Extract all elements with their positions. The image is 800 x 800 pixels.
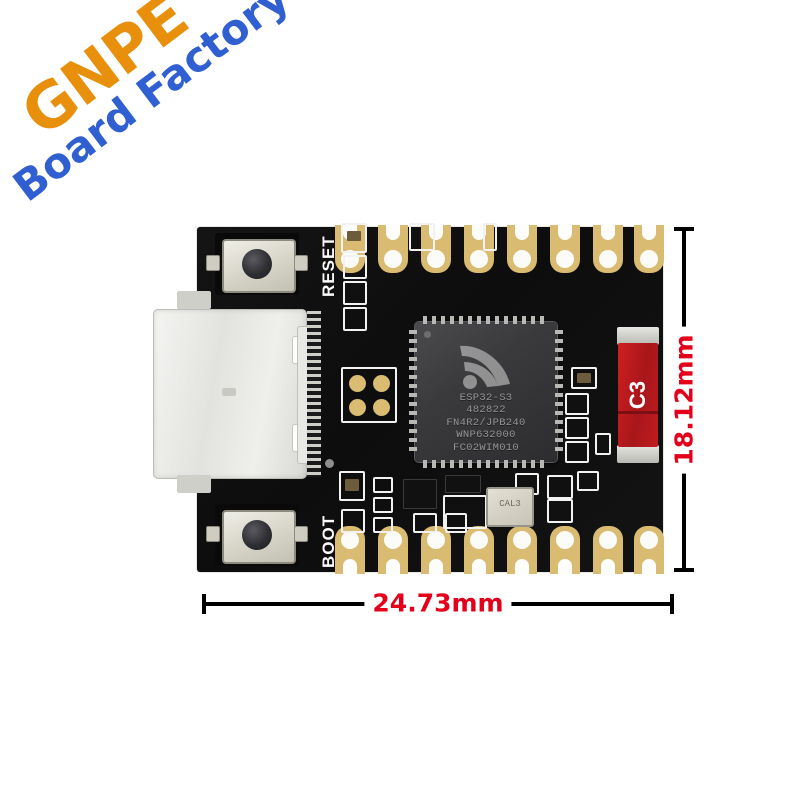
castellated-pad xyxy=(634,224,664,273)
smd-footprint xyxy=(565,441,589,463)
via xyxy=(325,459,334,468)
watermark-tagline-text: Board Factory xyxy=(4,0,298,212)
smd-footprint xyxy=(571,367,597,389)
capacitor-terminal xyxy=(617,327,659,345)
usb-c-shell-dimple xyxy=(222,388,236,396)
espressif-logo-icon xyxy=(460,345,510,389)
capacitor-polarity-band xyxy=(618,411,658,414)
boot-button[interactable] xyxy=(206,504,308,566)
castellated-pad xyxy=(335,526,365,575)
red-capacitor-c3: C3 xyxy=(617,327,659,463)
width-dimension: 24.73mm xyxy=(202,588,674,618)
smd-footprint xyxy=(483,223,497,251)
switch-lead xyxy=(206,526,220,542)
smd-footprint xyxy=(565,417,589,439)
smd-footprint xyxy=(339,471,365,501)
chip-marking-line-2: 482822 xyxy=(466,404,506,417)
bottom-pad-row xyxy=(335,526,664,575)
castellated-pad xyxy=(421,526,451,575)
smd-footprint xyxy=(341,509,365,533)
reset-button-plunger xyxy=(242,249,272,279)
crystal-oscillator: CAL3 xyxy=(486,487,534,527)
smd-footprint xyxy=(373,517,393,533)
smd-component xyxy=(577,373,591,383)
smd-footprint xyxy=(373,497,393,513)
switch-lead xyxy=(294,255,308,271)
smd-footprint xyxy=(595,433,611,455)
watermark-brand-text: GNPE xyxy=(8,0,201,151)
castellated-pad xyxy=(378,224,408,273)
chip-marking-line-1: ESP32-S3 xyxy=(459,392,513,404)
castellated-pad xyxy=(550,224,580,273)
smd-footprint xyxy=(577,471,599,491)
smd-footprint xyxy=(547,499,573,523)
switch-lead xyxy=(206,255,220,271)
castellated-pad xyxy=(378,526,408,575)
smd-footprint xyxy=(413,513,437,533)
castellated-pad xyxy=(421,224,451,273)
header-pad xyxy=(349,399,366,416)
dimension-end-cap xyxy=(674,568,694,572)
top-pad-row xyxy=(335,224,664,273)
chip-marking-line-5: FC02WIM010 xyxy=(452,441,519,454)
boot-button-plunger xyxy=(242,520,272,550)
usb-c-pin-row xyxy=(307,311,321,477)
chip-pins-left xyxy=(409,330,417,454)
smd-component xyxy=(445,475,481,493)
chip-pins-bottom xyxy=(423,460,549,468)
dimension-end-cap xyxy=(202,594,206,614)
pcb-board: RESET BOOT xyxy=(153,223,664,575)
dimension-end-cap xyxy=(670,594,674,614)
castellated-pad xyxy=(550,526,580,575)
usb-c-connector[interactable] xyxy=(153,309,309,479)
esp32-s3-chip: ESP32-S3 482822 FN4R2/JPB240 WNP632000 F… xyxy=(409,316,563,468)
smd-footprint xyxy=(343,255,367,279)
crystal-label: CAL3 xyxy=(499,499,521,509)
smd-footprint xyxy=(445,513,467,533)
reset-button[interactable] xyxy=(206,233,308,295)
castellated-pad xyxy=(593,526,623,575)
chip-marking-line-3: FN4R2/JPB240 xyxy=(446,416,526,429)
smd-footprint xyxy=(343,307,367,331)
header-pad xyxy=(373,375,390,392)
width-dimension-label: 24.73mm xyxy=(364,588,512,618)
chip-pins-top xyxy=(423,316,549,324)
capacitor-terminal xyxy=(617,445,659,463)
castellated-pad xyxy=(464,526,494,575)
smd-component xyxy=(345,479,359,491)
header-pad xyxy=(349,375,366,392)
boot-button-label: BOOT xyxy=(319,514,338,568)
castellated-pad xyxy=(464,224,494,273)
capacitor-label: C3 xyxy=(625,380,650,410)
castellated-pad xyxy=(593,224,623,273)
capacitor-body xyxy=(618,343,658,447)
chip-marking-line-4: WNP632000 xyxy=(456,429,516,442)
smd-footprint xyxy=(343,281,367,305)
switch-lead xyxy=(294,526,308,542)
watermark: GNPE Board Factory xyxy=(0,0,320,212)
reset-button-label: RESET xyxy=(319,235,338,297)
smd-footprint xyxy=(373,477,393,493)
smd-footprint xyxy=(565,393,589,415)
usb-c-solder-tab xyxy=(177,291,211,309)
smd-footprint xyxy=(547,475,573,499)
smd-footprint xyxy=(341,223,367,253)
chip-pin1-dot xyxy=(424,331,431,338)
programming-header-outline xyxy=(341,367,397,423)
chip-pins-right xyxy=(555,330,563,454)
smd-footprint xyxy=(409,223,435,251)
castellated-pad xyxy=(507,224,537,273)
height-dimension: 18.12mm xyxy=(669,227,699,572)
dimension-end-cap xyxy=(674,227,694,231)
usb-c-solder-tab xyxy=(177,475,211,493)
castellated-pad xyxy=(507,526,537,575)
header-pad xyxy=(373,399,390,416)
smd-component xyxy=(347,231,361,241)
height-dimension-label: 18.12mm xyxy=(669,325,699,474)
chip-marking-text: ESP32-S3 482822 FN4R2/JPB240 WNP632000 F… xyxy=(415,392,557,454)
smd-ic xyxy=(403,479,437,509)
castellated-pad xyxy=(634,526,664,575)
